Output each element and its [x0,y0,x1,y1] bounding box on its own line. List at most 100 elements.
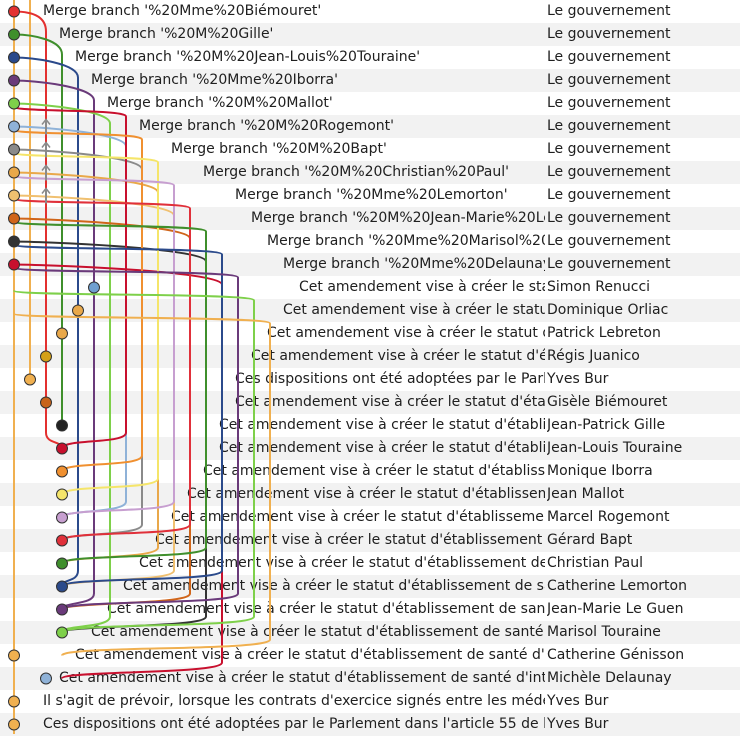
commit-row[interactable]: Merge branch '%20Mme%20Lemorton'Le gouve… [0,184,740,207]
commit-node[interactable] [56,534,68,547]
commit-node[interactable] [56,511,68,524]
commit-node[interactable] [8,97,20,110]
commit-row[interactable]: Cet amendement vise à créer le statut d'… [0,621,740,644]
commit-node[interactable] [40,350,52,363]
commit-node[interactable] [40,396,52,409]
branch-curve [61,454,143,473]
commit-author: Le gouvernement [547,187,671,203]
commit-node[interactable] [8,718,20,731]
commit-row[interactable]: Cet amendement vise à créer le statut d'… [0,575,740,598]
commit-author: Yves Bur [547,371,609,387]
commit-author: Le gouvernement [547,3,671,19]
branch-curve [13,243,223,256]
commit-message: Merge branch '%20Mme%20Marisol%20T [267,230,545,253]
branch-curve [61,546,207,565]
commit-node[interactable] [8,28,20,41]
commit-author: Le gouvernement [547,49,671,65]
commit-message: Ces dispositions ont été adoptées par le… [235,368,545,391]
commit-node[interactable] [8,212,20,225]
arrow-up-icon [41,118,51,125]
commit-row[interactable]: Merge branch '%20Mme%20Iborra'Le gouvern… [0,69,740,92]
commit-row[interactable]: Cet amendement vise à créer le statut d'… [0,437,740,460]
commit-row[interactable]: Cet amendement vise à créer le statut d'… [0,529,740,552]
commit-row[interactable]: Cet amendement vise à créer le statut d'… [0,644,740,667]
branch-curve [61,592,239,611]
commit-row[interactable]: Merge branch '%20M%20Gille'Le gouverneme… [0,23,740,46]
commit-author: Marcel Rogemont [547,509,670,525]
commit-row[interactable]: Merge branch '%20M%20Christian%20Paul'Le… [0,161,740,184]
commit-row[interactable]: Cet amendement vise à créer le statut d'… [0,460,740,483]
commit-node[interactable] [8,166,20,179]
commit-row[interactable]: Cet amendement vise à créer le statut d'… [0,667,740,690]
commit-node[interactable] [8,695,20,708]
commit-node[interactable] [88,281,100,294]
commit-row[interactable]: Cet amendement vise à créer le statut d'… [0,414,740,437]
commit-row[interactable]: Merge branch '%20Mme%20Delaunay'Le gouve… [0,253,740,276]
commit-row[interactable]: Ces dispositions ont été adoptées par le… [0,368,740,391]
commit-node[interactable] [56,603,68,616]
commit-author: Marisol Touraine [547,624,661,640]
branch-curve [13,102,111,124]
commit-node[interactable] [56,465,68,478]
commit-message: Merge branch '%20M%20Bapt' [171,138,545,161]
commit-message: Merge branch '%20M%20Mallot' [107,92,545,115]
arrow-up-icon [41,187,51,194]
commit-row[interactable]: Cet amendement vise à créer le statut cS… [0,276,740,299]
commit-row[interactable]: Cet amendement vise à créer le statut d'… [0,322,740,345]
commit-row[interactable]: Merge branch '%20M%20Rogemont'Le gouvern… [0,115,740,138]
commit-node[interactable] [8,189,20,202]
branch-curve [13,197,191,210]
commit-node[interactable] [72,304,84,317]
commit-author: Le gouvernement [547,164,671,180]
commit-node[interactable] [56,488,68,501]
branch-curve [13,312,271,325]
commit-row[interactable]: Merge branch '%20M%20Bapt'Le gouvernemen… [0,138,740,161]
commit-node[interactable] [8,258,20,271]
commit-row[interactable]: Ces dispositions ont été adoptées par le… [0,713,740,736]
commit-row[interactable]: Cet amendement vise à créer le statut d'… [0,483,740,506]
commit-message: Merge branch '%20M%20Christian%20Paul' [203,161,545,184]
commit-author: Le gouvernement [547,118,671,134]
commit-message: Merge branch '%20M%20Jean-Marie%20Le% [251,207,545,230]
commit-node[interactable] [8,143,20,156]
commit-node[interactable] [8,5,20,18]
commit-node[interactable] [8,120,20,133]
commit-node[interactable] [56,419,68,432]
commit-row[interactable]: Il s'agit de prévoir, lorsque les contra… [0,690,740,713]
commit-message: Cet amendement vise à créer le statut d'… [91,621,545,644]
commit-row[interactable]: Merge branch '%20M%20Mallot'Le gouvernem… [0,92,740,115]
branch-curve [61,523,191,542]
commit-node[interactable] [8,649,20,662]
commit-author: Jean-Louis Touraine [547,440,683,456]
commit-author: Patrick Lebreton [547,325,661,341]
commit-node[interactable] [8,235,20,248]
branch-curve [13,105,127,118]
commit-node[interactable] [56,580,68,593]
commit-message: Merge branch '%20M%20Rogemont' [139,115,545,138]
commit-row[interactable]: Merge branch '%20M%20Jean-Louis%20Tourai… [0,46,740,69]
commit-row[interactable]: Cet amendement vise à créer le statut d'… [0,552,740,575]
commit-node[interactable] [56,557,68,570]
commit-author: Le gouvernement [547,95,671,111]
commit-node[interactable] [56,442,68,455]
branch-curve [13,220,207,233]
commit-node[interactable] [24,373,36,386]
commit-row[interactable]: Merge branch '%20Mme%20Biémouret'Le gouv… [0,0,740,23]
commit-node[interactable] [56,626,68,639]
commit-author: Le gouvernement [547,256,671,272]
commit-row[interactable]: Cet amendement vise à créer le statut d'… [0,598,740,621]
branch-curve [13,171,159,194]
commit-row[interactable]: Cet amendement vise à créer le statut d'… [0,506,740,529]
commit-node[interactable] [8,74,20,87]
commit-node[interactable] [56,327,68,340]
commit-row[interactable]: Merge branch '%20M%20Jean-Marie%20Le%Le … [0,207,740,230]
commit-row[interactable]: Cet amendement vise à créer le statut d'… [0,345,740,368]
commit-message: Cet amendement vise à créer le statut d'… [219,414,545,437]
commit-node[interactable] [8,51,20,64]
commit-node[interactable] [40,672,52,685]
commit-author: Gérard Bapt [547,532,633,548]
commit-row[interactable]: Cet amendement vise à créer le statut d'… [0,391,740,414]
